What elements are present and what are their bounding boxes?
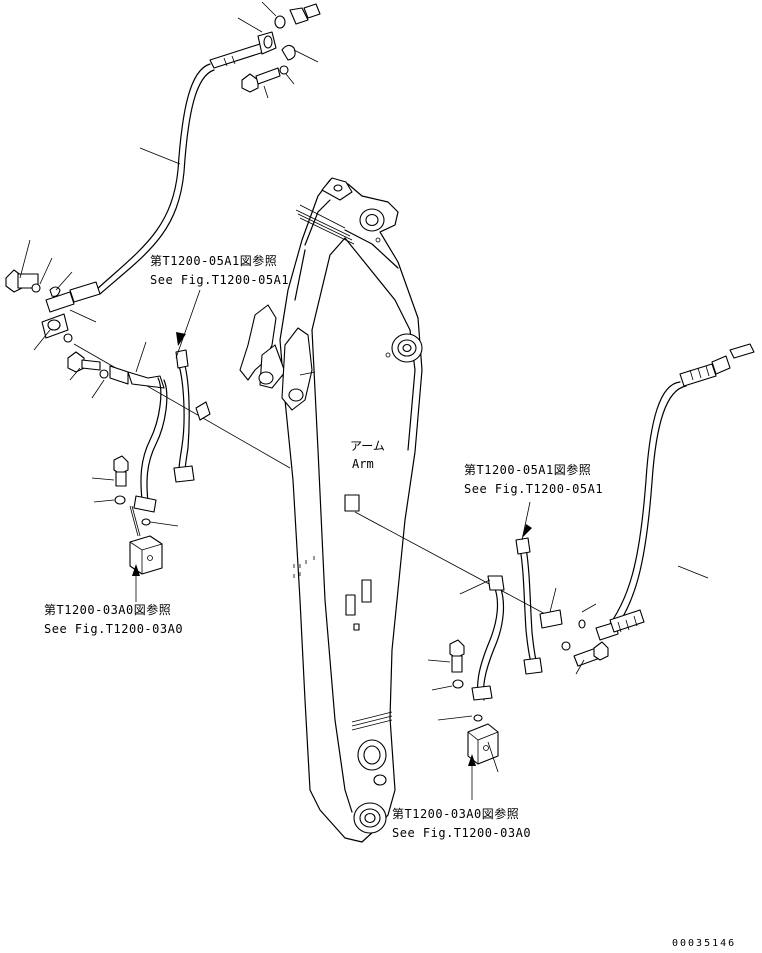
ref-03a0-bottom-jp: 第T1200-03A0図参照 — [392, 806, 519, 821]
ref-05a1-top-en: See Fig.T1200-05A1 — [150, 273, 289, 287]
drawing-code: 00035146 — [672, 938, 736, 949]
left-pipe-assembly — [67, 289, 291, 602]
arm-label-jp: アーム — [350, 439, 385, 453]
ref-05a1-right-en: See Fig.T1200-05A1 — [464, 482, 603, 496]
ref-05a1-top-jp: 第T1200-05A1図参照 — [150, 253, 277, 268]
top-hose-assembly — [5, 1, 321, 351]
arm-body — [239, 177, 423, 843]
ref-05a1-right-jp: 第T1200-05A1図参照 — [464, 462, 591, 477]
arm-label-en: Arm — [352, 457, 374, 471]
ref-03a0-left-en: See Fig.T1200-03A0 — [44, 622, 183, 636]
ref-03a0-left-jp: 第T1200-03A0図参照 — [44, 602, 171, 617]
right-hose-assembly — [354, 343, 755, 800]
ref-03a0-bottom-en: See Fig.T1200-03A0 — [392, 826, 531, 840]
